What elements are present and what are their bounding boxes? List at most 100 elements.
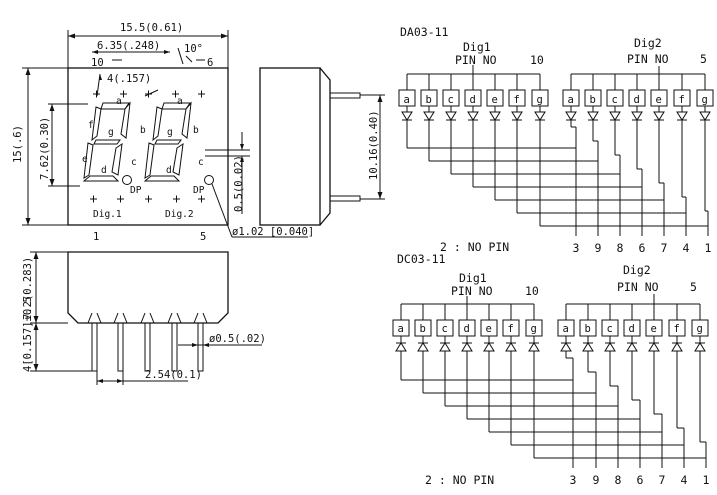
pin6-top-label: 6 xyxy=(207,57,213,69)
seg-c-label: c xyxy=(131,157,137,168)
dp-diameter-label: ø1.02 [0.040] xyxy=(232,226,314,238)
diode-symbol xyxy=(699,111,711,121)
diode-symbol xyxy=(401,111,413,121)
segment-label: b xyxy=(426,94,432,106)
segment-label: e xyxy=(492,94,498,106)
diode-symbol xyxy=(560,342,572,352)
da03-dig2-pin-label: PIN NO xyxy=(627,52,669,66)
dc03-dig2-pin-num: 5 xyxy=(690,280,697,294)
diode-symbol xyxy=(565,111,577,121)
body-depth-dim-label: 7.2(0.283) xyxy=(22,257,34,320)
diode-symbol xyxy=(511,111,523,121)
segment-label: a xyxy=(404,94,410,106)
diode-symbol xyxy=(676,111,688,121)
da03-dig1-pin-num: 10 xyxy=(530,53,544,67)
da03-dig2-label: Dig2 xyxy=(634,36,662,50)
seg2-b-label: b xyxy=(193,125,199,136)
diode-symbol xyxy=(445,111,457,121)
height-dim-label: 15(.6) xyxy=(12,125,24,163)
segment-label: b xyxy=(590,94,596,106)
segment-label: c xyxy=(612,94,618,106)
diode-symbol xyxy=(489,111,501,121)
segment-label: d xyxy=(464,323,470,335)
diode-symbol xyxy=(671,342,683,352)
seg2-g-label: g xyxy=(167,127,173,138)
segment-label: f xyxy=(674,323,680,335)
diode-symbol xyxy=(694,342,706,352)
pin-number-label: 1 xyxy=(703,473,710,487)
slant-angle-label: 10° xyxy=(184,43,203,55)
diode-symbol xyxy=(648,342,660,352)
pin-number-label: 1 xyxy=(705,241,712,255)
segment-label: b xyxy=(585,323,591,335)
dp-offset-dim-label: 0.5(0.02) xyxy=(233,155,245,212)
part-dc03-title: DC03-11 xyxy=(397,252,446,266)
segment-label: c xyxy=(448,94,454,106)
pin-number-label: 8 xyxy=(615,473,622,487)
seg-g-label: g xyxy=(108,127,114,138)
segment-label: d xyxy=(470,94,476,106)
diode-symbol xyxy=(587,111,599,121)
diode-symbol xyxy=(439,342,451,352)
pin-number-label: 9 xyxy=(593,473,600,487)
dc03-dig1-pin-num: 10 xyxy=(525,284,539,298)
pin-diameter-label: ø0.5(.02) xyxy=(209,333,266,345)
segment-label: g xyxy=(537,94,543,106)
segment-label: e xyxy=(656,94,662,106)
segment-label: d xyxy=(634,94,640,106)
digit-1-label: Dig.1 xyxy=(93,209,122,220)
seg2-c-label: c xyxy=(198,157,204,168)
pin5-bottom-label: 5 xyxy=(200,231,206,243)
digit-height-dim-label: 7.62(0.30) xyxy=(39,117,51,180)
segment-label: f xyxy=(508,323,514,335)
side-body-outline xyxy=(259,67,321,226)
diode-symbol xyxy=(417,342,429,352)
segment-label: a xyxy=(568,94,574,106)
da03-dig1-pin-label: PIN NO xyxy=(455,53,497,67)
segment-label: d xyxy=(629,323,635,335)
pin-number-label: 3 xyxy=(573,241,580,255)
dc03-nopin-note: 2 : NO PIN xyxy=(425,473,494,487)
diode-symbol xyxy=(467,111,479,121)
segment-label: g xyxy=(697,323,703,335)
bottom-view: 7.2(0.283) 4[0.157]±0.5 2.54(0.1) ø0.5(.… xyxy=(22,251,266,385)
da03-dig1-label: Dig1 xyxy=(463,40,491,54)
segment-width-dim-label: 4(.157) xyxy=(107,73,151,85)
seg-a-label: a xyxy=(116,96,122,107)
diode-symbol xyxy=(609,111,621,121)
width-dim-label: 15.5(0.61) xyxy=(120,22,183,34)
bottom-body-outline xyxy=(67,251,229,324)
digit-pitch-dim-label: 6.35(.248) xyxy=(97,40,160,52)
pin-number-label: 6 xyxy=(639,241,646,255)
diode-symbol xyxy=(483,342,495,352)
pin-number-label: 8 xyxy=(617,241,624,255)
display-body-outline xyxy=(67,67,229,226)
diode-symbol xyxy=(653,111,665,121)
diode-symbol xyxy=(582,342,594,352)
pin-number-label: 7 xyxy=(659,473,666,487)
diode-symbol xyxy=(461,342,473,352)
segment-label: f xyxy=(514,94,520,106)
segment-label: e xyxy=(651,323,657,335)
diode-symbol xyxy=(626,342,638,352)
side-pin-upper xyxy=(329,92,361,99)
side-pin-lower xyxy=(329,195,361,202)
front-view: 15.5(0.61) 6.35(.248) 10 10° 6 4(.157) 1… xyxy=(12,22,314,243)
pin1-bottom-label: 1 xyxy=(93,231,99,243)
pin-number-label: 4 xyxy=(681,473,688,487)
segment-label: e xyxy=(486,323,492,335)
segment-label: f xyxy=(679,94,685,106)
segment-label: c xyxy=(607,323,613,335)
da03-nopin-note: 2 : NO PIN xyxy=(440,240,509,254)
diode-symbol xyxy=(423,111,435,121)
dc03-dig2-label: Dig2 xyxy=(623,263,651,277)
segment-label: g xyxy=(702,94,708,106)
segment-label: a xyxy=(398,323,404,335)
da03-dig2-pin-num: 5 xyxy=(700,52,707,66)
pin-number-label: 3 xyxy=(570,473,577,487)
seg2-d-label: d xyxy=(166,165,172,176)
